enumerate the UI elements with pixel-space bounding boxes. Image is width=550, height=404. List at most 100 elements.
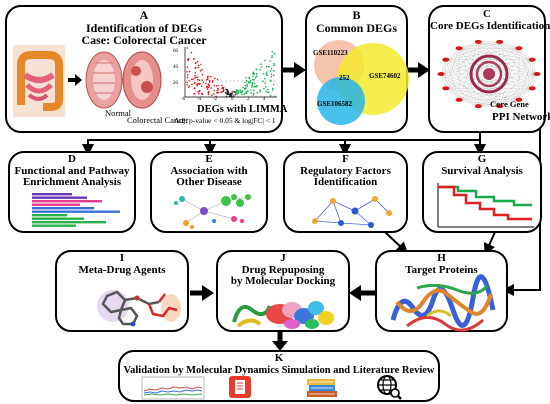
volcano-points [186,47,276,98]
volcano-point [273,63,275,65]
panel-d-heading: D Functional and Pathway Enrichment Anal… [10,153,134,189]
panel-f-heading: F Regulatory Factors Identification [285,153,406,189]
volcano-point [228,93,230,95]
volcano-point [235,89,238,91]
venn-label-set2: GSE74602 [369,72,401,80]
volcano-point [229,95,231,98]
volcano-point [215,85,218,87]
volcano-point [269,70,272,72]
document-icon [229,376,251,398]
volcano-point [217,84,219,87]
volcano-xtick: -2 [213,97,218,102]
panel-b-letter: B [352,8,361,22]
volcano-point [246,83,248,86]
volcano-point [201,79,203,81]
volcano-point [273,69,275,72]
volcano-point [211,94,213,96]
ppi-node [496,39,504,44]
panel-c-letter: C [483,8,491,20]
volcano-point [188,70,191,73]
survival-curve [437,183,534,228]
volcano-point [255,68,258,70]
volcano-point [252,75,254,77]
volcano-point [253,78,255,81]
volcano-point [194,66,197,69]
volcano-point [226,88,229,91]
volcano-point [269,94,272,97]
volcano-point [264,82,266,84]
volcano-point [270,67,273,70]
volcano-point [269,79,272,82]
volcano-point [208,81,211,83]
panel-d-enrichment: D Functional and Pathway Enrichment Anal… [8,151,136,233]
volcano-point [196,83,199,85]
ppi-edge [478,41,533,60]
volcano-point [197,78,199,81]
volcano-point [230,94,233,96]
volcano-xtick: -4 [197,97,202,102]
panel-d-title-line2: Enrichment Analysis [22,176,122,189]
panel-c-core-degs: C Core DEGs Identification Core Gene PPI… [428,5,550,133]
volcano-point [222,86,225,89]
volcano-point [248,82,250,84]
volcano-point [194,72,197,74]
volcano-point [200,63,202,66]
web-search-icon [377,375,402,400]
arrow-icon [68,74,82,86]
volcano-point [274,95,276,97]
panel-g-letter: G [477,153,487,165]
normal-label: Normal [105,108,131,118]
volcano-point [251,83,254,85]
volcano-point [268,66,270,68]
volcano-point [211,81,214,84]
volcano-ytick: 20 [173,81,178,86]
volcano-point [227,91,230,94]
volcano-point [206,78,208,81]
ppi-edge [478,88,533,107]
ppi-edge [459,59,533,100]
venn-intersection-count: 252 [339,74,350,82]
volcano-point [236,91,238,94]
volcano-point [188,85,191,87]
volcano-point [241,93,243,96]
ppi-edge [532,73,538,89]
volcano-point [187,59,190,61]
volcano-point [265,90,267,93]
enrichment-bar [32,214,67,217]
volcano-point [201,68,203,71]
ppi-edge [459,99,479,107]
volcano-point [270,73,273,75]
panel-j-title-line1: Drug Repuposing [241,263,325,276]
volcano-point [201,74,204,76]
volcano-point [225,88,227,91]
volcano-point [211,80,214,82]
panel-h-heading: H Target Proteins [377,252,506,276]
volcano-point [264,59,266,62]
panel-k-heading: K Validation by Molecular Dynamics Simul… [120,352,438,376]
volcano-point [243,93,246,95]
ppi-edge [499,41,520,100]
docking-illustration [232,301,334,329]
ppi-edge [518,59,533,100]
ppi-edge [445,48,519,89]
volcano-point [195,76,198,79]
panel-c-heading: C Core DEGs Identification [430,8,550,32]
volcano-point [245,87,247,89]
panel-a-title-line1: Identification of DEGs [85,20,202,35]
ppi-node [455,97,463,102]
enrichment-bar [32,221,106,224]
ppi-core-ring [469,54,509,94]
molecule-structure-illustration [97,290,181,327]
volcano-xtick: 2 [247,97,250,102]
panel-a-heading: A Identification of DEGs Case: Colorecta… [7,9,281,47]
volcano-point [243,87,246,90]
volcano-point [264,77,266,80]
volcano-point [255,72,258,75]
ppi-center-node [483,68,495,80]
ppi-edge [440,48,519,75]
volcano-point [205,82,207,85]
panel-e-letter: E [205,153,213,165]
ppi-edge [445,41,479,60]
ppi-edge [518,88,533,100]
volcano-point [186,76,189,79]
